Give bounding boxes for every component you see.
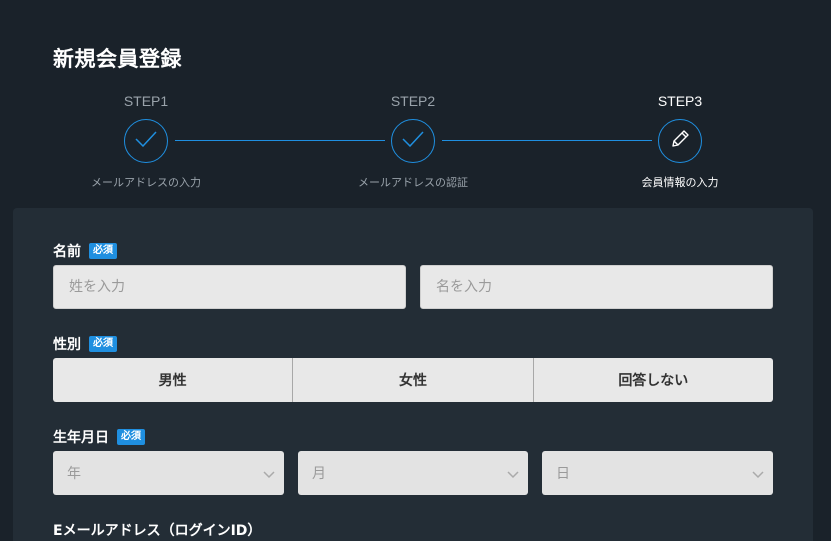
step-2: STEP2 メールアドレスの認証 [323, 0, 503, 189]
progress-stepper: STEP1 メールアドレスの入力 STEP2 メールアドレスの認証 STEP3 [0, 0, 831, 200]
pencil-icon [669, 128, 691, 154]
birth-month-placeholder: 月 [312, 466, 326, 482]
step-3-description: 会員情報の入力 [641, 176, 719, 189]
gender-radio-group: 男性 女性 回答しない [53, 358, 773, 402]
step-2-label: STEP2 [390, 93, 436, 109]
step-3: STEP3 会員情報の入力 [590, 0, 770, 189]
check-icon [135, 131, 157, 151]
gender-option-male[interactable]: 男性 [53, 358, 294, 402]
page-title: 新規会員登録 [53, 47, 182, 71]
step-1-circle [124, 119, 168, 163]
email-field-label: Eメールアドレス（ログインID） [53, 520, 261, 540]
first-name-input[interactable] [420, 265, 773, 309]
step-connector-2 [442, 140, 652, 141]
chevron-down-icon [751, 467, 765, 481]
required-badge: 必須 [89, 243, 117, 259]
last-name-input[interactable] [53, 265, 406, 309]
check-icon [402, 131, 424, 151]
step-2-description: メールアドレスの認証 [358, 176, 468, 189]
birth-year-placeholder: 年 [67, 466, 81, 482]
name-field-label: 名前 必須 [53, 241, 117, 261]
gender-option-no-answer[interactable]: 回答しない [618, 373, 689, 389]
required-badge: 必須 [117, 429, 145, 445]
step-1-label: STEP1 [123, 93, 169, 109]
step-connector-1 [175, 140, 385, 141]
step-1-description: メールアドレスの入力 [91, 176, 201, 189]
required-badge: 必須 [89, 336, 117, 352]
chevron-down-icon [506, 467, 520, 481]
birthday-label-text: 生年月日 [53, 430, 109, 446]
step-2-circle [391, 119, 435, 163]
chevron-down-icon [262, 467, 276, 481]
step-3-circle [658, 119, 702, 163]
birth-day-select[interactable]: 日 [542, 451, 773, 495]
gender-label-text: 性別 [53, 337, 81, 353]
birthday-field-label: 生年月日 必須 [53, 427, 145, 447]
birth-day-placeholder: 日 [556, 466, 570, 482]
step-3-label: STEP3 [657, 93, 703, 109]
birth-month-select[interactable]: 月 [298, 451, 528, 495]
email-label-text: Eメールアドレス（ログインID） [53, 523, 262, 539]
gender-field-label: 性別 必須 [53, 334, 117, 354]
gender-option-female[interactable]: 女性 [293, 358, 534, 402]
step-1: STEP1 メールアドレスの入力 [56, 0, 236, 189]
name-label-text: 名前 [53, 244, 81, 260]
birth-year-select[interactable]: 年 [53, 451, 284, 495]
